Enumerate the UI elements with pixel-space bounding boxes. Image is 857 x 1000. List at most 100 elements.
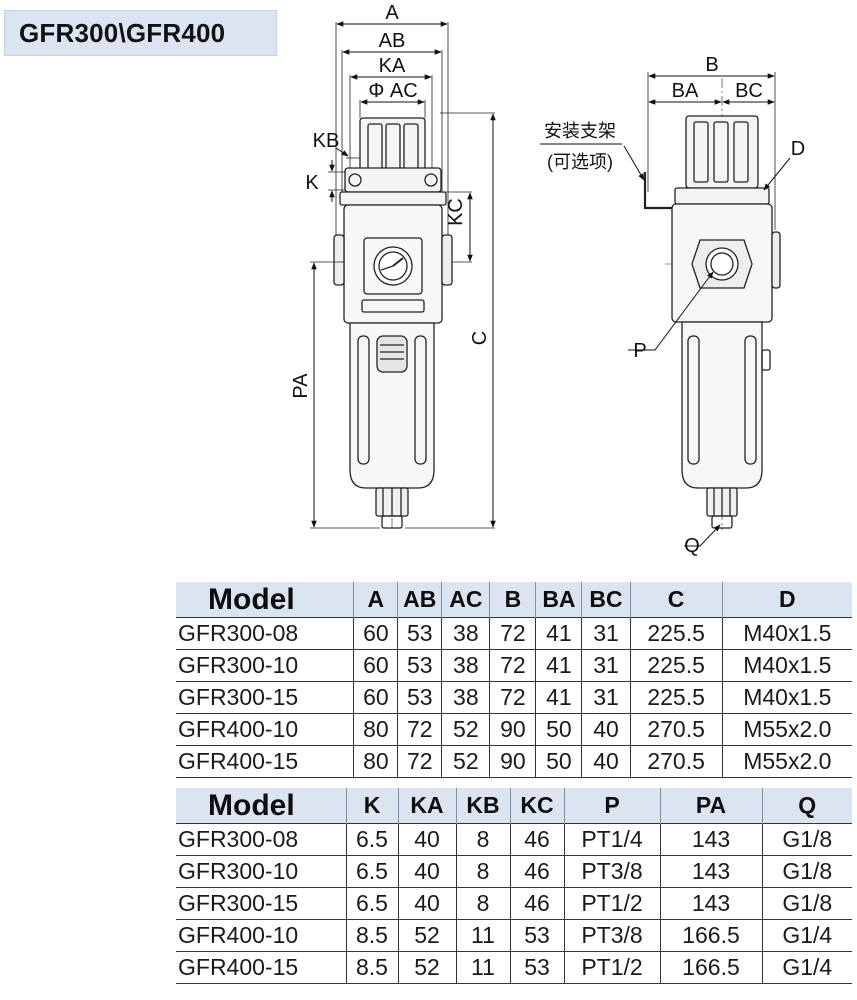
cell: 40 [581,713,631,746]
header-q: Q [761,788,852,824]
cell: 41 [535,681,582,714]
cell: PT3/8 [563,919,660,952]
front-view [310,22,495,530]
header-ab: AB [397,582,442,618]
header-p: P [563,788,660,824]
cell: 40 [397,855,456,888]
cell: 143 [659,887,762,920]
cell-model: GFR300-08 [176,823,346,856]
table-row: GFR400-10 8.5 52 11 53 PT3/8 166.5 G1/4 [176,919,852,952]
cell: PT1/4 [563,823,660,856]
bracket-note: 安装支架 (可选项) [540,121,622,172]
cell: PT1/2 [563,887,660,920]
cell: M55x2.0 [721,745,852,778]
side-view [643,72,781,530]
table-row: GFR300-15 60 53 38 72 41 31 225.5 M40x1.… [176,681,852,714]
cell: 53 [397,681,442,714]
cell-model: GFR300-10 [176,649,354,682]
cell: 6.5 [345,887,398,920]
dim-label-a: A [385,2,399,24]
cell: M55x2.0 [721,713,852,746]
header-kc: KC [509,788,564,824]
cell: G1/8 [761,823,852,856]
header-ka: KA [397,788,456,824]
cell: PT3/8 [563,855,660,888]
dim-label-p: P [633,340,646,362]
cell: 60 [353,681,398,714]
dim-label-k: K [305,172,319,194]
cell: 270.5 [629,745,723,778]
bracket-note-line2: (可选项) [547,152,613,172]
cell-model: GFR300-15 [176,681,354,714]
cell: 11 [455,951,510,984]
cell: 38 [441,681,490,714]
header-pa: PA [659,788,762,824]
header-ba: BA [535,582,582,618]
cell: 225.5 [629,617,723,650]
header-model: Model [176,788,346,824]
dim-label-ka: KA [379,55,406,77]
dim-label-pa: PA [290,373,312,399]
cell: 50 [535,713,582,746]
cell: 40 [397,887,456,920]
cell: 53 [397,617,442,650]
table-row: GFR300-10 60 53 38 72 41 31 225.5 M40x1.… [176,649,852,682]
table-header-row: Model A AB AC B BA BC C D [176,582,852,618]
cell: PT1/2 [563,951,660,984]
cell: 46 [509,823,564,856]
front-dimensions [311,21,496,528]
cell: 225.5 [629,681,723,714]
table-row: GFR300-10 6.5 40 8 46 PT3/8 143 G1/8 [176,855,852,888]
header-kb: KB [455,788,510,824]
cell: 90 [489,713,536,746]
cell: G1/4 [761,919,852,952]
cell: 41 [535,649,582,682]
cell: 46 [509,855,564,888]
side-dimensions [623,73,791,547]
cell-model: GFR400-15 [176,951,346,984]
cell: 31 [581,649,631,682]
header-model: Model [176,582,354,618]
cell: 72 [489,617,536,650]
cell: 41 [535,617,582,650]
dim-label-c: C [469,331,491,345]
cell: 8 [455,887,510,920]
table-row: GFR300-08 6.5 40 8 46 PT1/4 143 G1/8 [176,823,852,856]
cell: 6.5 [345,823,398,856]
dim-label-q: Q [684,535,700,557]
cell: 166.5 [659,951,762,984]
cell-model: GFR300-10 [176,855,346,888]
cell: M40x1.5 [721,617,852,650]
cell: 38 [441,649,490,682]
dim-label-kc: KC [445,198,467,226]
cell: 40 [581,745,631,778]
header-a: A [353,582,398,618]
cell: G1/4 [761,951,852,984]
header-k: K [345,788,398,824]
cell: 50 [535,745,582,778]
cell-model: GFR400-15 [176,745,354,778]
cell: 46 [509,887,564,920]
front-labels: A AB KA Φ AC KB K KC C PA [290,2,491,399]
cell: 6.5 [345,855,398,888]
header-bc: BC [581,582,631,618]
cell: 53 [397,649,442,682]
dim-label-ba: BA [672,80,699,102]
cell: M40x1.5 [721,649,852,682]
cell: 166.5 [659,919,762,952]
cell: 90 [489,745,536,778]
bracket-note-line1: 安装支架 [544,121,616,141]
cell: 38 [441,617,490,650]
header-ac: AC [441,582,490,618]
cell: 40 [397,823,456,856]
cell: 8.5 [345,951,398,984]
cell: 52 [397,919,456,952]
cell: 143 [659,855,762,888]
cell: 53 [509,951,564,984]
dim-label-d: D [791,138,805,160]
cell: 60 [353,649,398,682]
header-d: D [721,582,852,618]
cell: 80 [353,713,398,746]
table-row: GFR300-08 60 53 38 72 41 31 225.5 M40x1.… [176,617,852,650]
cell: 72 [397,713,442,746]
